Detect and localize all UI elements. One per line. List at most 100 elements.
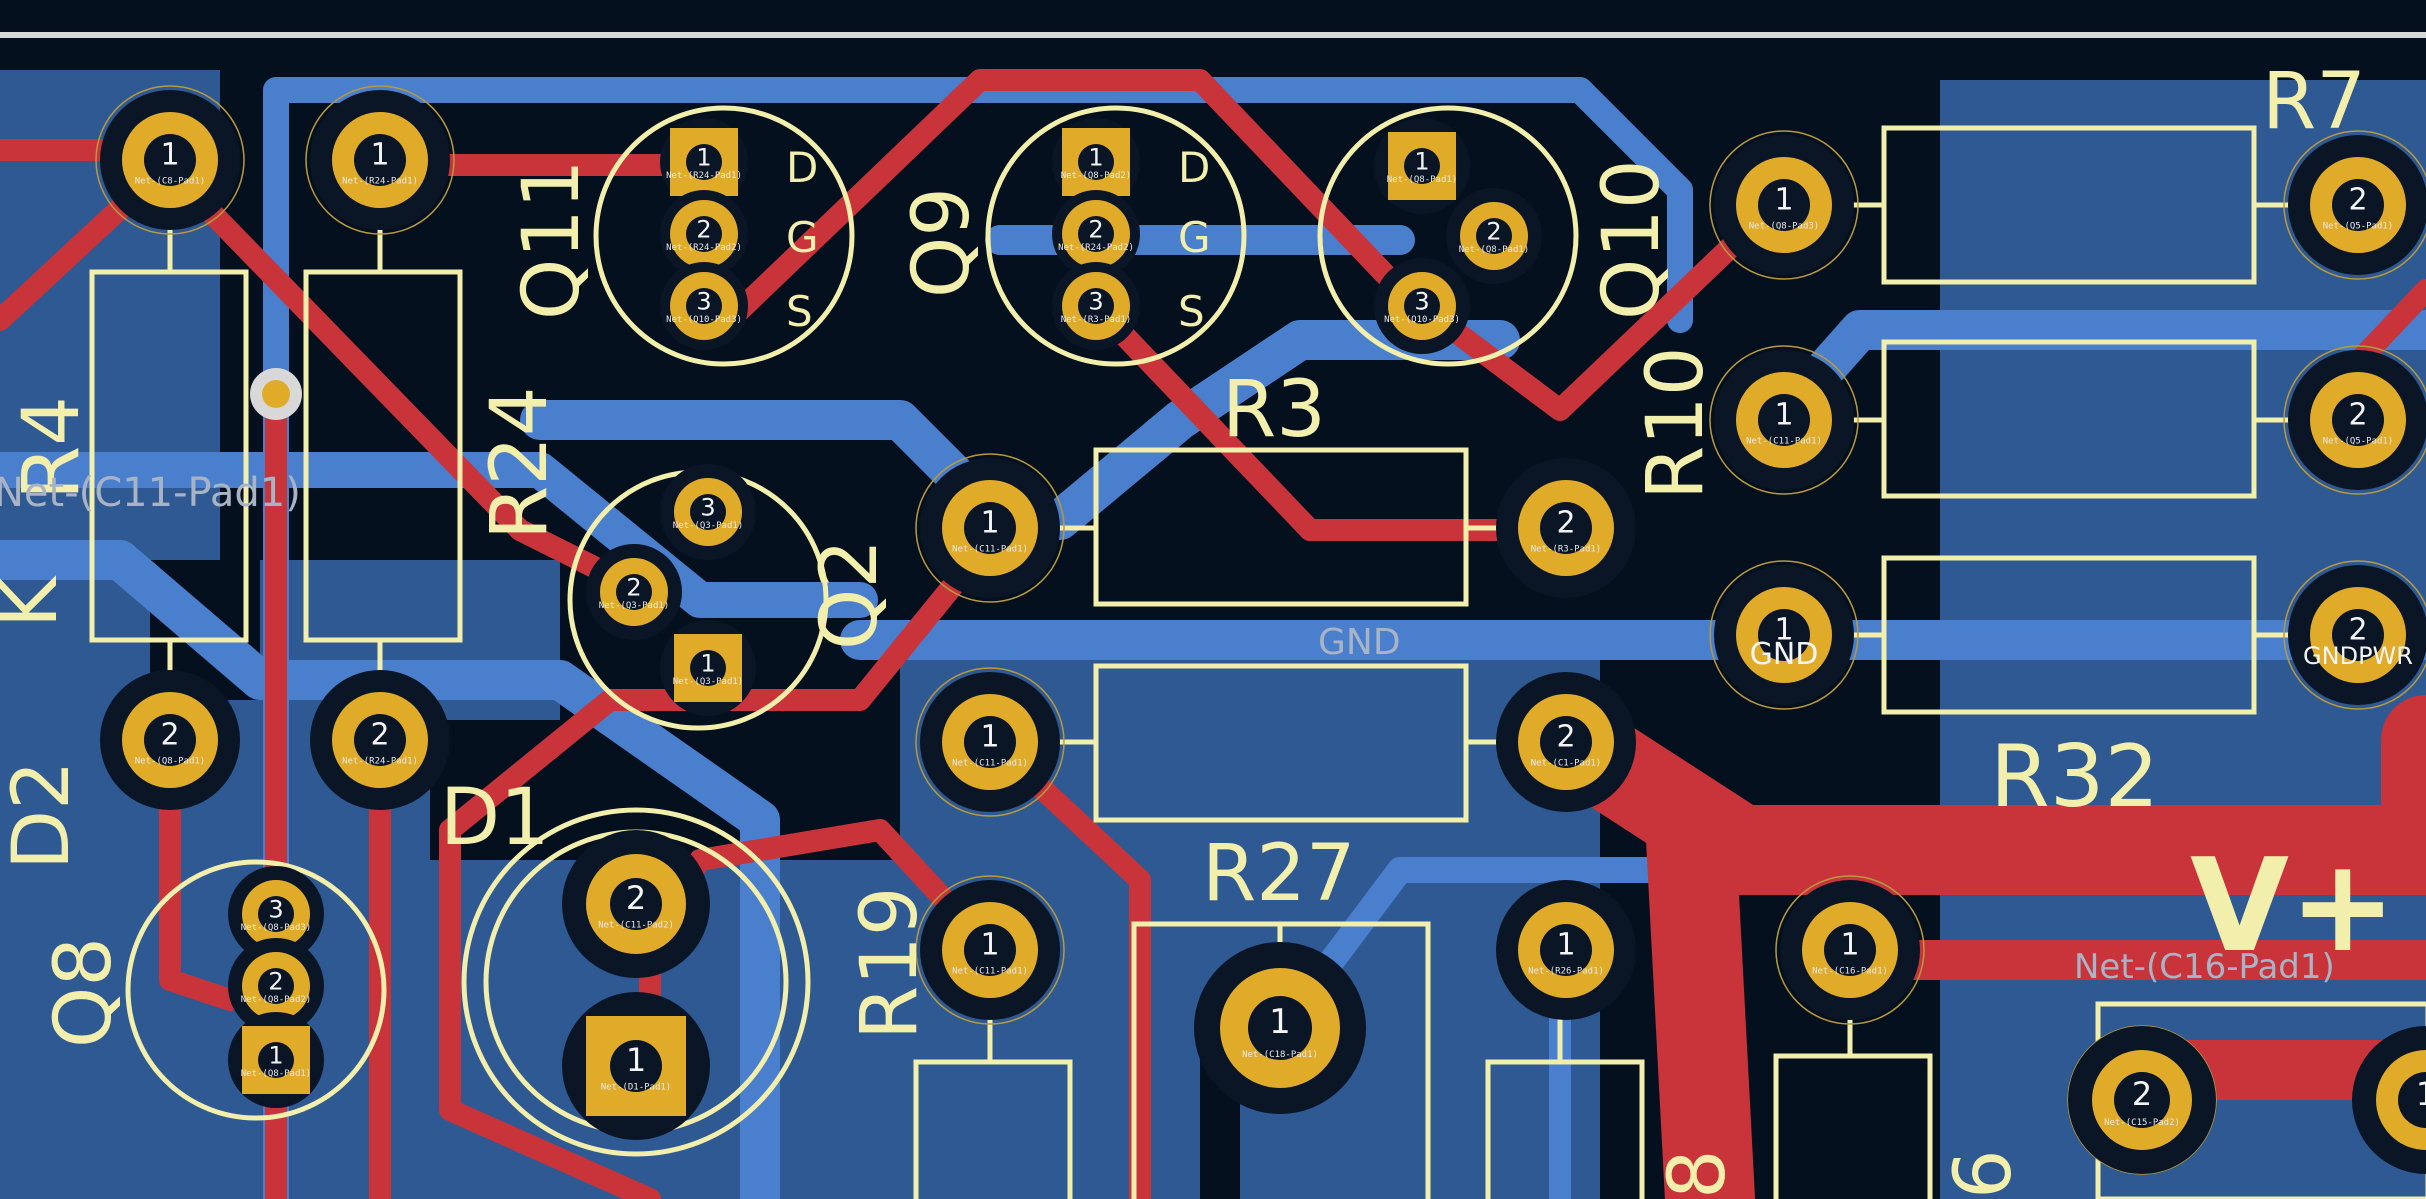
pad-net-name: Net-(C11-Pad1) <box>1746 436 1822 446</box>
ref-cut-6: 6 <box>1939 1149 2029 1199</box>
net-label-c16: Net-(C16-Pad1) <box>2074 947 2335 987</box>
q11-outline <box>593 105 855 367</box>
pad-gnd-2[interactable]: 2 <box>2288 565 2426 705</box>
pad-drill <box>1404 288 1440 324</box>
d1-outline-outer <box>461 807 811 1157</box>
pad-drill <box>686 216 722 252</box>
page-frame-line <box>0 32 2426 38</box>
pad-number: 3 <box>700 494 715 522</box>
pad-number: 2 <box>1088 216 1103 244</box>
q10-outline <box>1317 105 1579 367</box>
pad-net-name: Net-(C8-Pad1) <box>135 176 205 186</box>
pad-net-name: Net-(C18-Pad1) <box>1242 1050 1318 1060</box>
pad-number: 2 <box>2348 183 2367 218</box>
pad-net-name: Net-(Q8-Pad1) <box>135 756 205 766</box>
pad-drill <box>964 924 1016 976</box>
pads-layer: 1Net-(C8-Pad1)1Net-(R24-Pad1)1Net-(R24-P… <box>100 90 2426 1174</box>
pad-number: 2 <box>160 718 179 753</box>
pad-net-name: Net-(D1-Pad1) <box>601 1082 671 1092</box>
pad-gnd-1[interactable]: 1 <box>1714 565 1854 705</box>
pad-net-name: Net-(C1-Pad1) <box>1531 758 1601 768</box>
pad-drill <box>1758 609 1810 661</box>
pad-number: 1 <box>626 1041 646 1079</box>
pad-net-name: Net-(Q10-Pad3) <box>1384 315 1460 325</box>
pad-net-name: Net-(C11-Pad2) <box>598 920 674 930</box>
net-label-gnd: GND <box>1318 622 1401 663</box>
pad-number: 1 <box>980 928 999 963</box>
pad-drill <box>964 502 1016 554</box>
pad-drill <box>2332 179 2384 231</box>
via[interactable] <box>250 368 302 420</box>
gnd-pad-label: GND <box>1750 637 1819 672</box>
q9-pin-d: D <box>1178 143 1210 192</box>
ref-cut-k: K <box>0 575 75 628</box>
ref-d2: D2 <box>0 760 87 870</box>
pad-net-name: Net-(Q8-Pad3) <box>1749 221 1819 231</box>
ref-v-plus: V+ <box>2190 832 2396 981</box>
pad-number: 2 <box>1556 720 1575 755</box>
pad-net-name: Net-(C15-Pad2) <box>2104 1118 2180 1128</box>
pad-net-name: Net-(Q5-Pad1) <box>2323 221 2393 231</box>
zone-left-lower <box>0 580 150 1199</box>
pad-drill <box>1248 996 1312 1060</box>
ref-q10: Q10 <box>1587 159 1677 320</box>
pad-drill <box>1476 218 1512 254</box>
pad-net-name: Net-(Q8-Pad3) <box>241 923 311 933</box>
pad-number: 2 <box>2348 398 2367 433</box>
pad-number: 1 <box>268 1042 283 1070</box>
pad-net-name: Net-(R24-Pad2) <box>1058 243 1134 253</box>
pad-number: 2 <box>2348 613 2367 648</box>
zone-center <box>900 640 1600 1199</box>
pad-number: 1 <box>1556 928 1575 963</box>
pad-drill <box>354 134 406 186</box>
pad-number: 3 <box>1088 288 1103 316</box>
pad-c15-1[interactable]: 1 <box>2352 1026 2426 1174</box>
silkscreen-outlines <box>89 105 2426 1199</box>
q9-pin-g: G <box>1178 213 1211 262</box>
pad-number: 3 <box>268 896 283 924</box>
ref-r32[interactable]: R32 <box>1990 727 2159 827</box>
pad-number: 2 <box>1486 218 1501 246</box>
pad-number: 2 <box>370 718 389 753</box>
pad-number: 1 <box>1088 144 1103 172</box>
pad-drill <box>258 896 294 932</box>
pad-drill <box>258 1042 294 1078</box>
pad-net-name: Net-(Q8-Pad1) <box>1387 175 1457 185</box>
pad-net-name: Net-(Q3-Pad1) <box>673 521 743 531</box>
